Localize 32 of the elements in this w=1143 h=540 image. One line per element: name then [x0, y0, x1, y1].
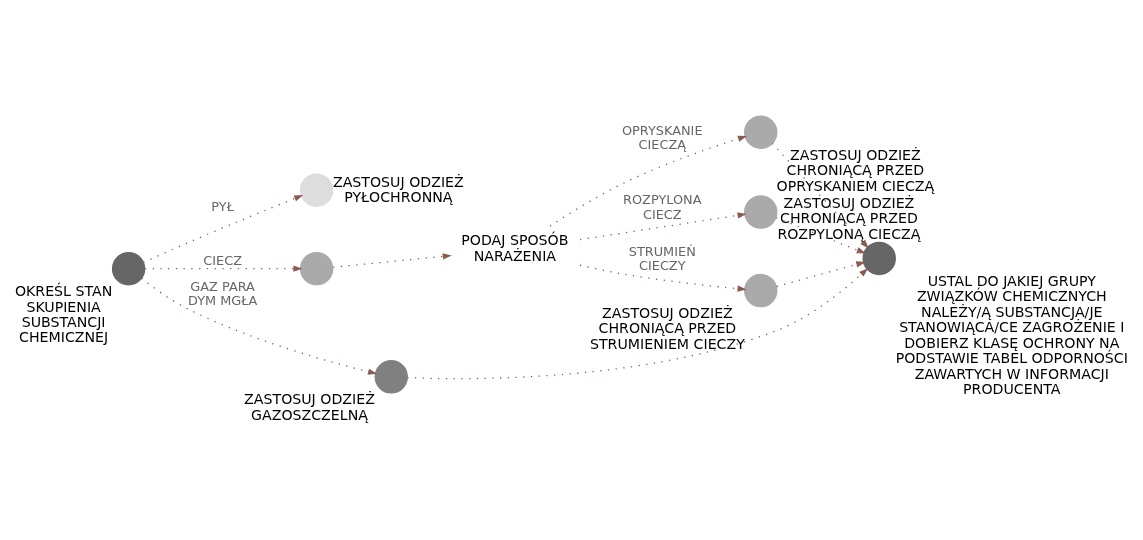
edge-label: GAZ PARA DYM MGŁA [187, 278, 258, 308]
arrow [406, 268, 869, 380]
node-label: ZASTOSUJ ODZIEŻ CHRONIĄCĄ PRZED OPRYSKANIEM CIECZĄ [776, 146, 935, 194]
node-circle [744, 115, 778, 149]
node-label: OKREŚL STAN SKUPIENIA SUBSTANCJI CHEMICZNEJ [14, 283, 113, 346]
arrow [332, 253, 452, 268]
arrow [549, 135, 747, 227]
node-circle [111, 251, 146, 286]
node-circle [299, 173, 334, 207]
arrow [771, 142, 869, 249]
node-circle [299, 251, 334, 286]
node-label: ZASTOSUJ ODZIEŻ CHRONIĄCĄ PRZED ROZPYLONĄ CIECZĄ [777, 194, 921, 242]
arrow [144, 265, 303, 272]
node-circle [744, 195, 778, 229]
edge-label: CIECZ [203, 252, 242, 268]
arrow [776, 261, 866, 288]
node-label: ZASTOSUJ ODZIEŻ GAZOSZCZELNĄ [244, 391, 375, 423]
node-label: ZASTOSUJ ODZIEŻ CHRONIĄCĄ PRZED STRUMIENIEM CIECZY [590, 305, 745, 352]
node-circle [374, 360, 408, 394]
node-label: ZASTOSUJ ODZIEŻ PYŁOCHRONNĄ [332, 173, 464, 206]
arrow [775, 217, 866, 254]
arrow [140, 277, 378, 375]
edge-label: PYŁ [211, 198, 234, 214]
arrow [579, 264, 747, 292]
edge-label: OPRYSKANIE CIECZĄ [621, 122, 703, 152]
arrow [142, 195, 304, 264]
edge-label: STRUMIEŃ CIECZY [628, 243, 696, 273]
arrow [579, 212, 747, 241]
node-label: USTAL DO JAKIEJ GRUPY ZWIĄZKÓW CHEMICZNYCH NALEŻY/Ą SUBSTANCJA/JE STANOWIĄCA/CE ZAGROŻENIE I DOBIERZ KLASĘ OCHRONY NA PODSTAWIE TABEL ODPORNOŚCI ZAWARTYCH W INFORMACJI PRODUCENTA [895, 272, 1128, 397]
node-text: PODAJ SPOSÓB NARAŻENIA [461, 232, 569, 264]
node-circle [744, 273, 778, 308]
edge-label: ROZPYLONA CIECZ [623, 192, 702, 222]
